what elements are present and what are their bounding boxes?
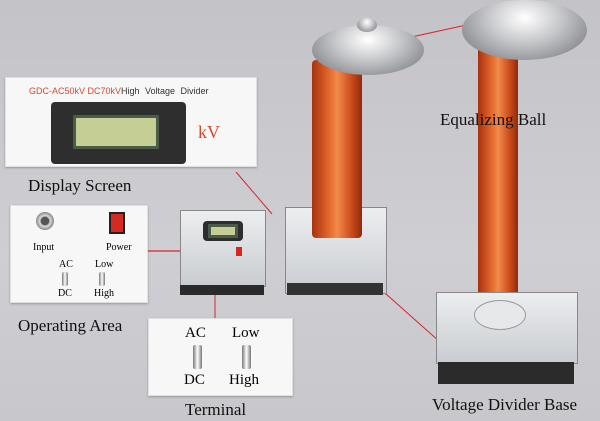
column-detail bbox=[478, 40, 518, 320]
callout-display bbox=[235, 171, 273, 215]
terminal-low-high-toggle-icon bbox=[242, 345, 251, 369]
power-label: Power bbox=[106, 242, 132, 253]
panel-title: High Voltage Divider bbox=[121, 86, 209, 96]
control-box-bottom bbox=[180, 285, 264, 295]
equalizing-ball bbox=[312, 25, 424, 75]
label-operating-area: Operating Area bbox=[18, 316, 123, 335]
label-equalizing-ball: Equalizing Ball bbox=[440, 110, 547, 129]
ball-knob bbox=[357, 18, 377, 32]
equalizing-ball-detail bbox=[462, 0, 587, 60]
low-high-toggle-icon bbox=[99, 272, 105, 286]
control-box bbox=[180, 210, 266, 287]
box-power-switch bbox=[236, 247, 242, 256]
input-connector-icon bbox=[36, 212, 54, 230]
unit-label: kV bbox=[198, 122, 220, 142]
ac-dc-toggle-icon bbox=[62, 272, 68, 286]
dc-label: DC bbox=[58, 288, 72, 299]
column-flange bbox=[474, 300, 526, 330]
label-terminal: Terminal bbox=[185, 400, 247, 419]
display-inset: GDC-AC50kV DC70kV High Voltage Divider k… bbox=[5, 77, 257, 167]
panel-model: GDC-AC50kV DC70kV bbox=[29, 86, 122, 96]
ac-label: AC bbox=[59, 259, 73, 270]
display-bezel bbox=[51, 102, 186, 164]
power-switch-icon bbox=[109, 212, 125, 234]
label-voltage-divider-base: Voltage Divider Base bbox=[432, 395, 578, 414]
terminal-inset: AC Low DC High bbox=[148, 318, 293, 396]
label-display-screen: Display Screen bbox=[28, 176, 132, 195]
terminal-ac-dc-toggle-icon bbox=[193, 345, 202, 369]
terminal-ac-label: AC bbox=[185, 325, 206, 341]
divider-base-detail-bottom bbox=[438, 362, 574, 384]
input-label: Input bbox=[33, 242, 55, 253]
terminal-low-label: Low bbox=[232, 325, 260, 341]
operating-inset: Input Power AC Low DC High bbox=[10, 205, 148, 303]
low-label: Low bbox=[95, 259, 114, 270]
divider-base-bottom bbox=[287, 283, 383, 295]
high-label: High bbox=[94, 288, 114, 299]
box-display bbox=[203, 221, 243, 241]
terminal-dc-label: DC bbox=[184, 372, 205, 388]
terminal-high-label: High bbox=[229, 372, 259, 388]
divider-column bbox=[312, 60, 362, 238]
lcd-screen bbox=[73, 115, 159, 149]
